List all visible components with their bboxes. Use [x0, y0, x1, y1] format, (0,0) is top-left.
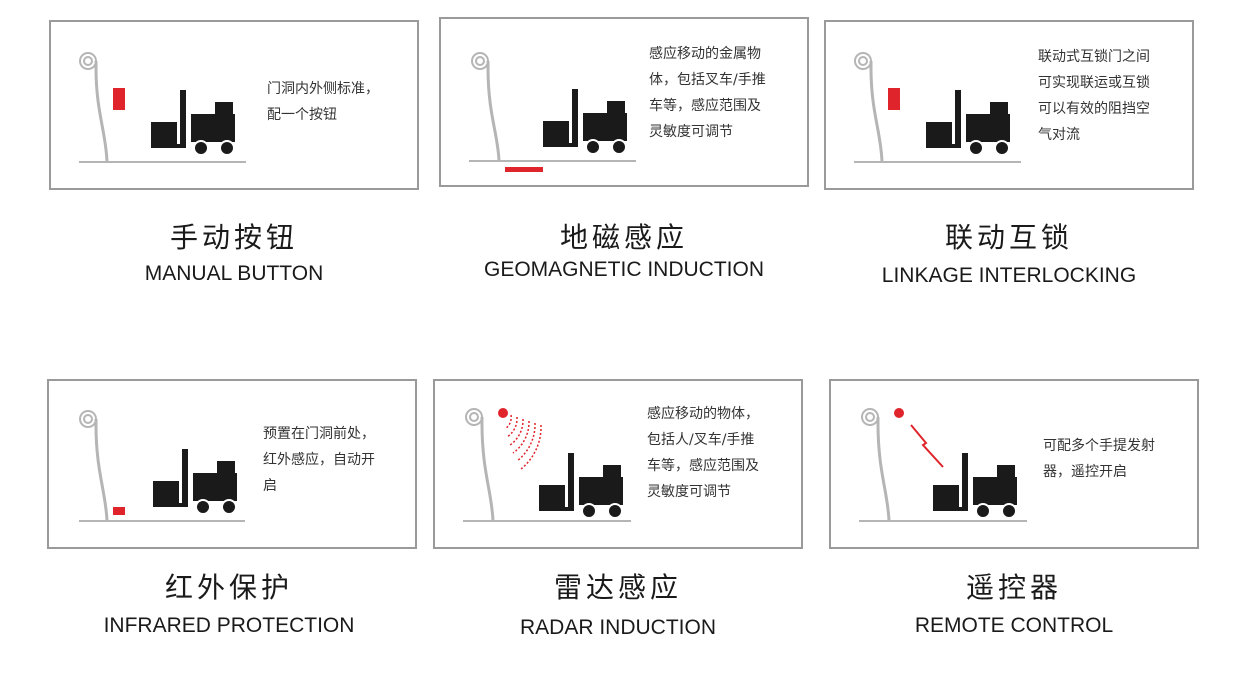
panel-title-cn: 红外保护 [164, 571, 293, 604]
panel-description: 门洞内外侧标准， 配一个按钮 [267, 81, 379, 123]
panel-title-en: REMOTE CONTROL [914, 614, 1114, 637]
manual-button-illustration [79, 52, 246, 163]
panel-linkage-interlocking: 联动式互锁门之间 可实现联运或互锁 可以有效的阻挡空 气对流 [824, 20, 1194, 190]
wall-button-icon [113, 88, 125, 110]
floor-sensor-icon [505, 167, 543, 172]
panel-title-en: LINKAGE INTERLOCKING [881, 264, 1137, 287]
panel-title-cn: 手动按钮 [169, 221, 298, 254]
panel-title-cn: 遥控器 [965, 571, 1062, 604]
radar-sensor-icon [498, 408, 508, 418]
panel-title-en: GEOMAGNETIC INDUCTION [483, 258, 764, 281]
panel-geomagnetic-induction: 感应移动的金属物 体，包括叉车/手推 车等，感应范围及 灵敏度可调节 [439, 17, 809, 187]
panel-description: 预置在门洞前处， 红外感应，自动开 启 [263, 426, 375, 494]
forklift-icon [153, 449, 237, 515]
panel-infrared-protection: 预置在门洞前处， 红外感应，自动开 启 [47, 379, 417, 549]
panel-remote-control: 可配多个手提发射 器，遥控开启 [829, 379, 1199, 549]
panel-radar-induction: 感应移动的物体， 包括人/叉车/手推 车等，感应范围及 灵敏度可调节 [433, 379, 803, 549]
panel-description: 可配多个手提发射 器，遥控开启 [1043, 438, 1155, 480]
roll-door-icon [465, 408, 495, 522]
panel-title-cn: 联动互锁 [944, 221, 1073, 254]
forklift-icon [926, 90, 1010, 156]
panel-title-cn: 雷达感应 [553, 571, 682, 604]
receiver-icon [894, 408, 904, 418]
roll-door-icon [854, 52, 884, 163]
forklift-icon [933, 453, 1017, 519]
panel-description: 感应移动的物体， 包括人/叉车/手推 车等，感应范围及 灵敏度可调节 [647, 406, 759, 500]
infrared-illustration [79, 410, 245, 522]
roll-door-icon [471, 52, 501, 162]
geomagnetic-illustration [469, 52, 636, 172]
remote-signal-icon [910, 424, 944, 468]
forklift-icon [539, 453, 623, 519]
panel-title-en: INFRARED PROTECTION [103, 614, 355, 637]
panel-description: 联动式互锁门之间 可实现联运或互锁 可以有效的阻挡空 气对流 [1038, 49, 1150, 143]
panel-manual-button: 门洞内外侧标准， 配一个按钮 [49, 20, 419, 190]
roll-door-icon [861, 408, 891, 522]
linkage-illustration [854, 52, 1021, 163]
radar-illustration [463, 408, 631, 522]
roll-door-icon [79, 52, 109, 163]
roll-door-icon [79, 410, 109, 522]
remote-illustration [859, 408, 1027, 522]
infrared-sensor-icon [113, 507, 125, 515]
panel-description: 感应移动的金属物 体，包括叉车/手推 车等，感应范围及 灵敏度可调节 [649, 46, 766, 140]
panel-title-cn: 地磁感应 [559, 221, 688, 254]
wall-button-icon [888, 88, 900, 110]
panel-title-en: MANUAL BUTTON [144, 262, 324, 285]
forklift-icon [543, 89, 627, 155]
panel-title-en: RADAR INDUCTION [519, 616, 716, 639]
radar-waves-icon [504, 414, 542, 470]
forklift-icon [151, 90, 235, 156]
